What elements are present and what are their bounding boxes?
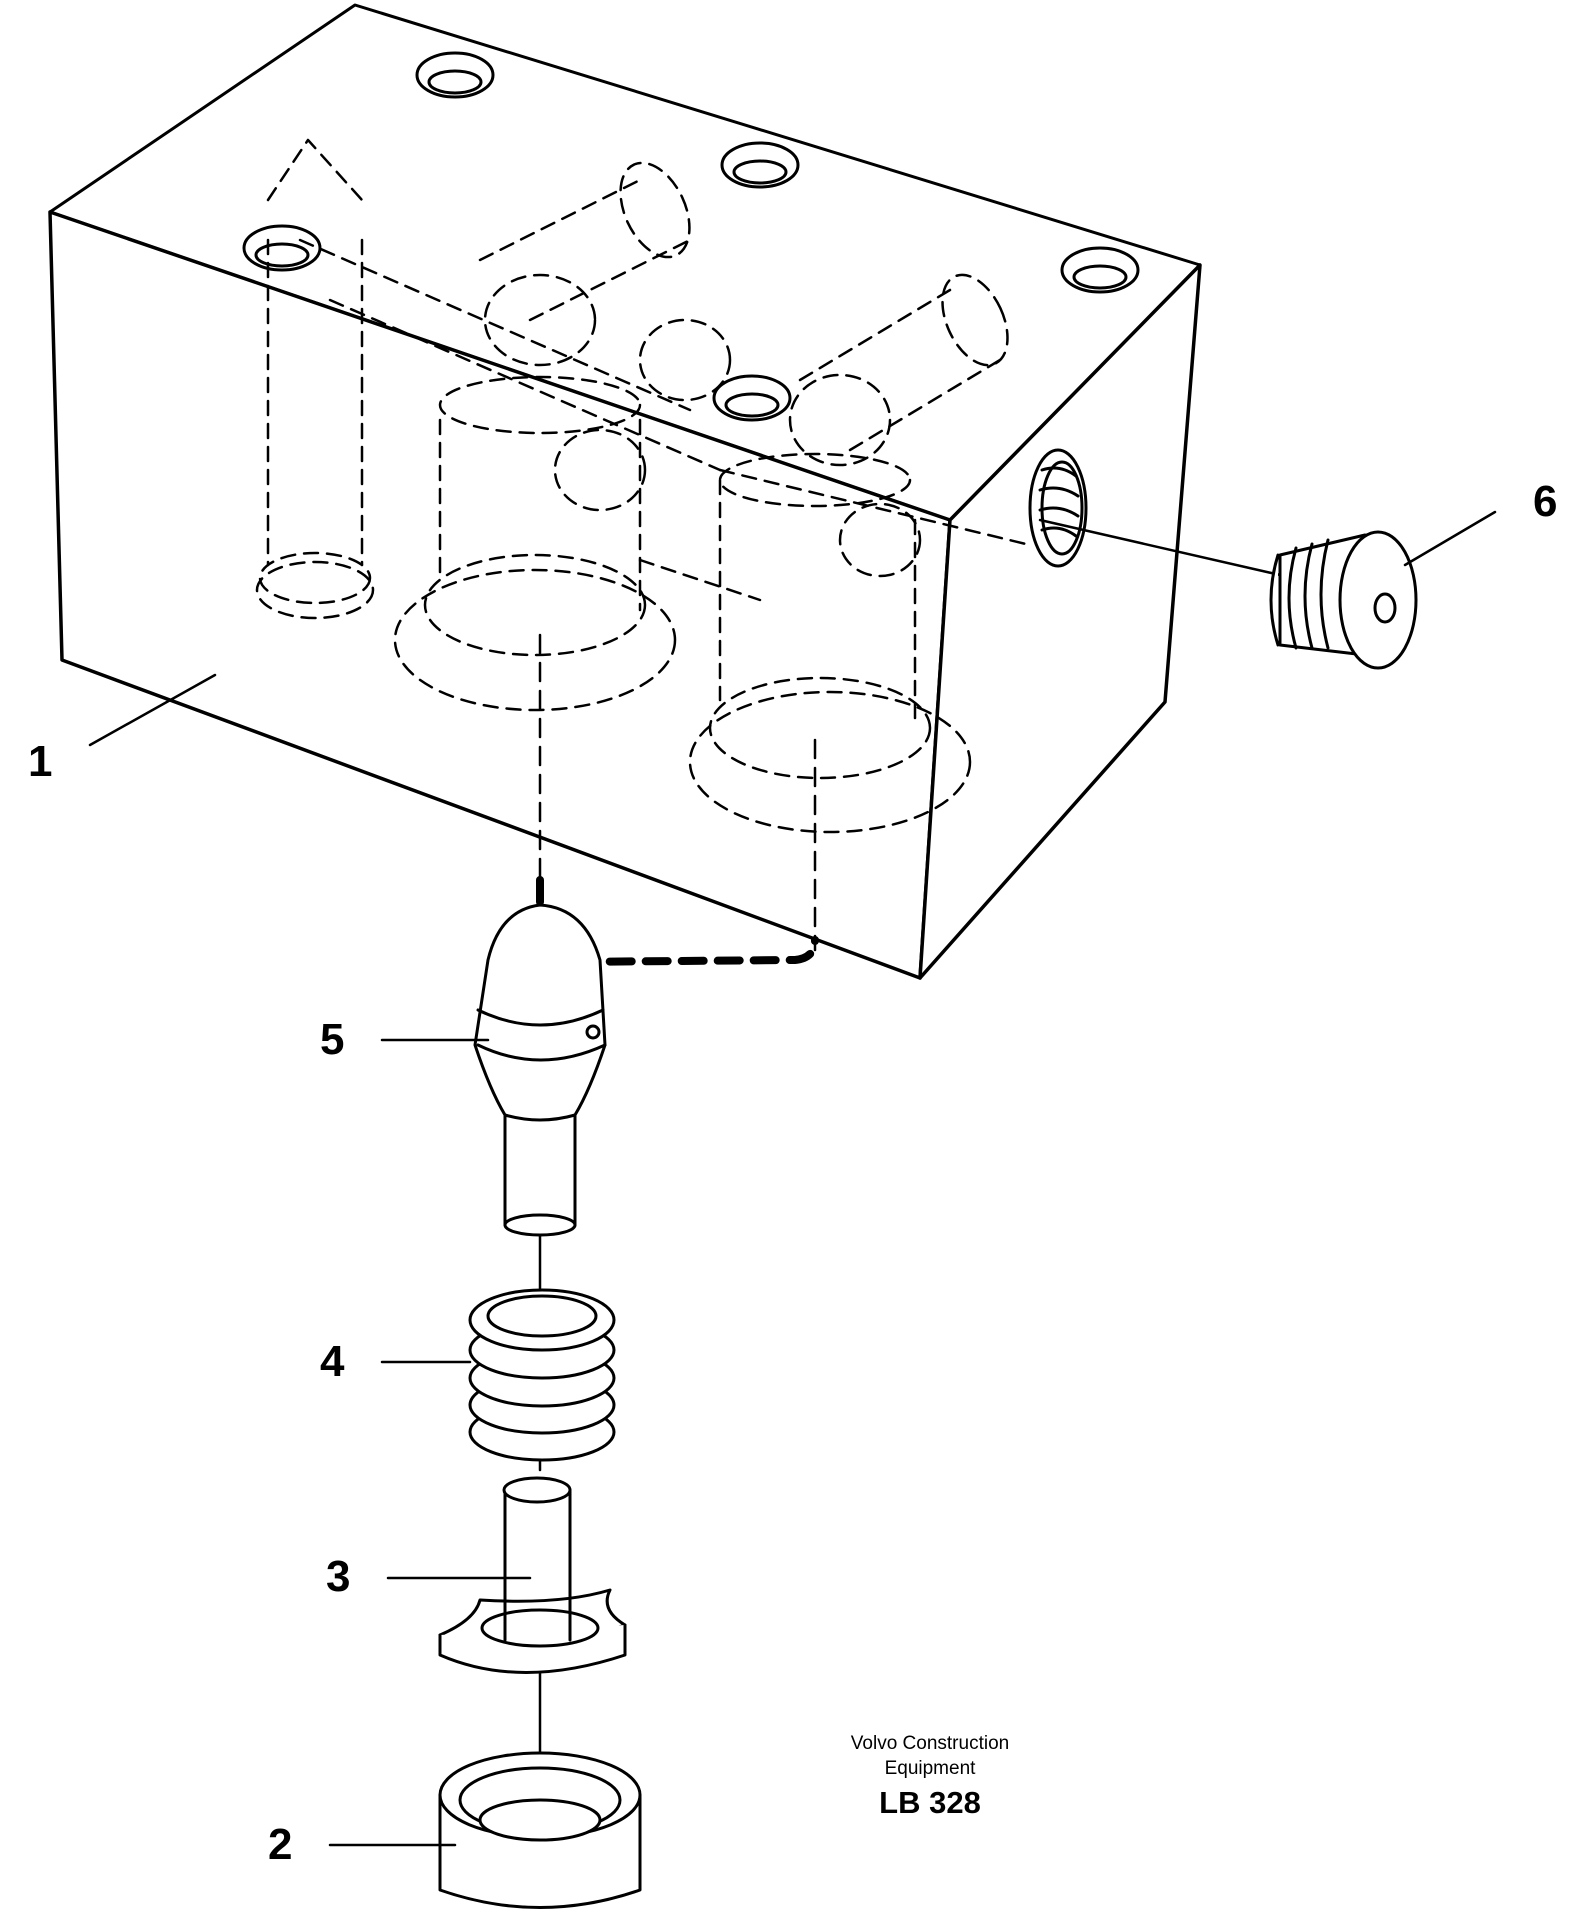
callout-4: 4	[320, 1337, 345, 1386]
poppet-part-5	[473, 903, 607, 1237]
guide-part-3	[438, 1476, 627, 1674]
plug-part-6	[1269, 530, 1418, 670]
callout-3: 3	[326, 1552, 351, 1601]
cup-part-2	[438, 1751, 642, 1909]
side-port	[1028, 448, 1088, 568]
callout-5: 5	[320, 1015, 345, 1064]
callout-6: 6	[1533, 477, 1558, 526]
callout-1: 1	[28, 737, 53, 786]
block-right-face	[918, 263, 1202, 980]
top-holes	[242, 51, 1140, 422]
hidden-internals	[255, 138, 1032, 834]
drawing-code: LB 328	[879, 1785, 981, 1820]
spring-part-4	[468, 1288, 616, 1462]
valve-block	[48, 3, 1202, 980]
credit-line-2: Equipment	[884, 1758, 976, 1779]
credit-line-1: Volvo Construction	[850, 1733, 1010, 1754]
callout-2: 2	[268, 1820, 293, 1869]
leader-lines	[88, 510, 1497, 1847]
